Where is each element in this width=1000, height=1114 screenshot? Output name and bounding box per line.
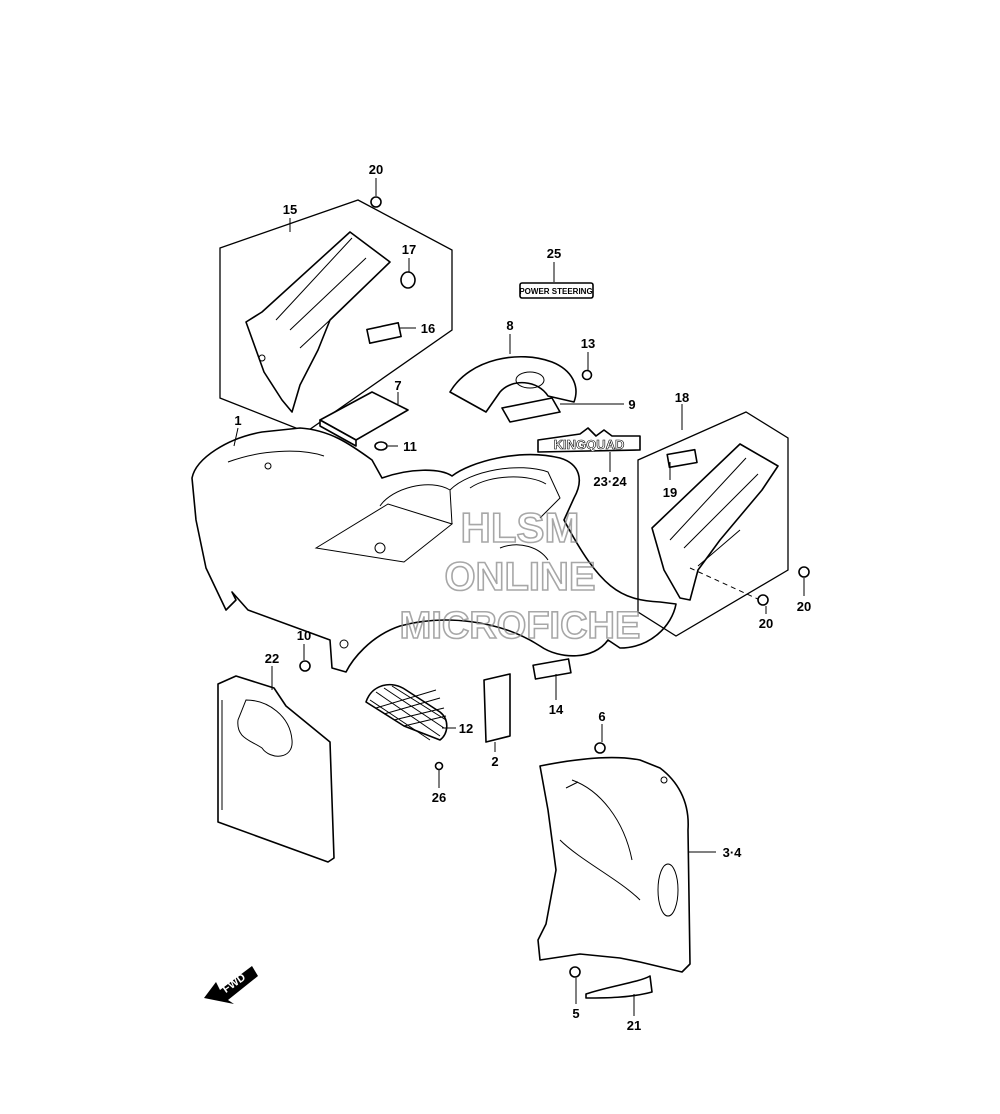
callout-19: 19 — [663, 485, 677, 500]
callout-20-top: 20 — [369, 162, 383, 177]
callout-8: 8 — [506, 318, 513, 333]
decal-kingquad-part-23-24: KINGQUAD — [537, 427, 641, 453]
power-steering-text: POWER STEERING — [519, 287, 592, 296]
dash-panel-part-8 — [449, 356, 577, 413]
front-fender-part-1 — [191, 427, 677, 673]
callout-17: 17 — [402, 242, 416, 257]
callout-23-24: 23·24 — [593, 474, 627, 489]
group-box-15 — [219, 199, 453, 433]
watermark-line-1: HLSM — [461, 504, 580, 551]
grille-part-12 — [365, 683, 448, 741]
decal-power-steering-part-25: POWER STEERING — [519, 282, 594, 299]
callout-20-mid: 20 — [759, 616, 773, 631]
watermark-line-2: ONLINE — [444, 555, 595, 599]
callout-7: 7 — [394, 378, 401, 393]
callout-26: 26 — [432, 790, 446, 805]
splash-guard-part-22 — [217, 675, 335, 863]
callout-21: 21 — [627, 1018, 641, 1033]
strip-part-21 — [585, 975, 653, 999]
pad-part-14 — [532, 658, 572, 680]
kingquad-text: KINGQUAD — [554, 437, 625, 452]
inner-fender-part-3-4 — [537, 756, 691, 973]
cushion-part-17 — [400, 271, 416, 289]
bolt-part-20-right — [798, 566, 810, 578]
left-side-cover-part-15 — [245, 231, 391, 413]
callout-11: 11 — [403, 439, 417, 454]
watermark-line-3: MICROFICHE — [400, 605, 641, 647]
callout-14: 14 — [549, 702, 564, 717]
callout-labels: 20 15 17 16 25 8 13 9 7 11 1 23·24 18 19… — [234, 162, 811, 1033]
callout-18: 18 — [675, 390, 689, 405]
bolt-part-20-mid — [757, 594, 769, 606]
callout-13: 13 — [581, 336, 595, 351]
callout-25: 25 — [547, 246, 561, 261]
right-side-cover-part-18 — [651, 443, 779, 601]
callout-5: 5 — [572, 1006, 579, 1021]
callout-2: 2 — [491, 754, 498, 769]
bolt-part-20-top — [370, 196, 382, 208]
callout-22: 22 — [265, 651, 279, 666]
callout-20-right: 20 — [797, 599, 811, 614]
group-box-18 — [637, 411, 789, 637]
watermark: HLSM ONLINE MICROFICHE — [399, 503, 641, 648]
fwd-arrow-icon: FWD — [204, 966, 258, 1004]
leader-lines — [233, 178, 805, 1016]
bolt-part-13 — [581, 369, 593, 381]
callout-15: 15 — [283, 202, 297, 217]
callout-6: 6 — [598, 709, 605, 724]
pad-part-19 — [666, 448, 698, 469]
bolt-part-10 — [299, 660, 311, 672]
bolt-part-5 — [569, 966, 581, 978]
mat-part-7 — [319, 391, 409, 447]
callout-16: 16 — [421, 321, 435, 336]
screw-part-26 — [434, 761, 444, 778]
grommet-part-11 — [374, 441, 388, 451]
pad-part-16 — [366, 322, 402, 344]
sheet-part-2 — [483, 673, 511, 743]
callout-10: 10 — [297, 628, 311, 643]
callout-12: 12 — [459, 721, 473, 736]
label-part-9 — [501, 397, 561, 423]
callout-1: 1 — [234, 413, 241, 428]
bolt-part-6 — [594, 742, 606, 754]
callout-3-4: 3·4 — [723, 845, 743, 860]
callout-9: 9 — [628, 397, 635, 412]
